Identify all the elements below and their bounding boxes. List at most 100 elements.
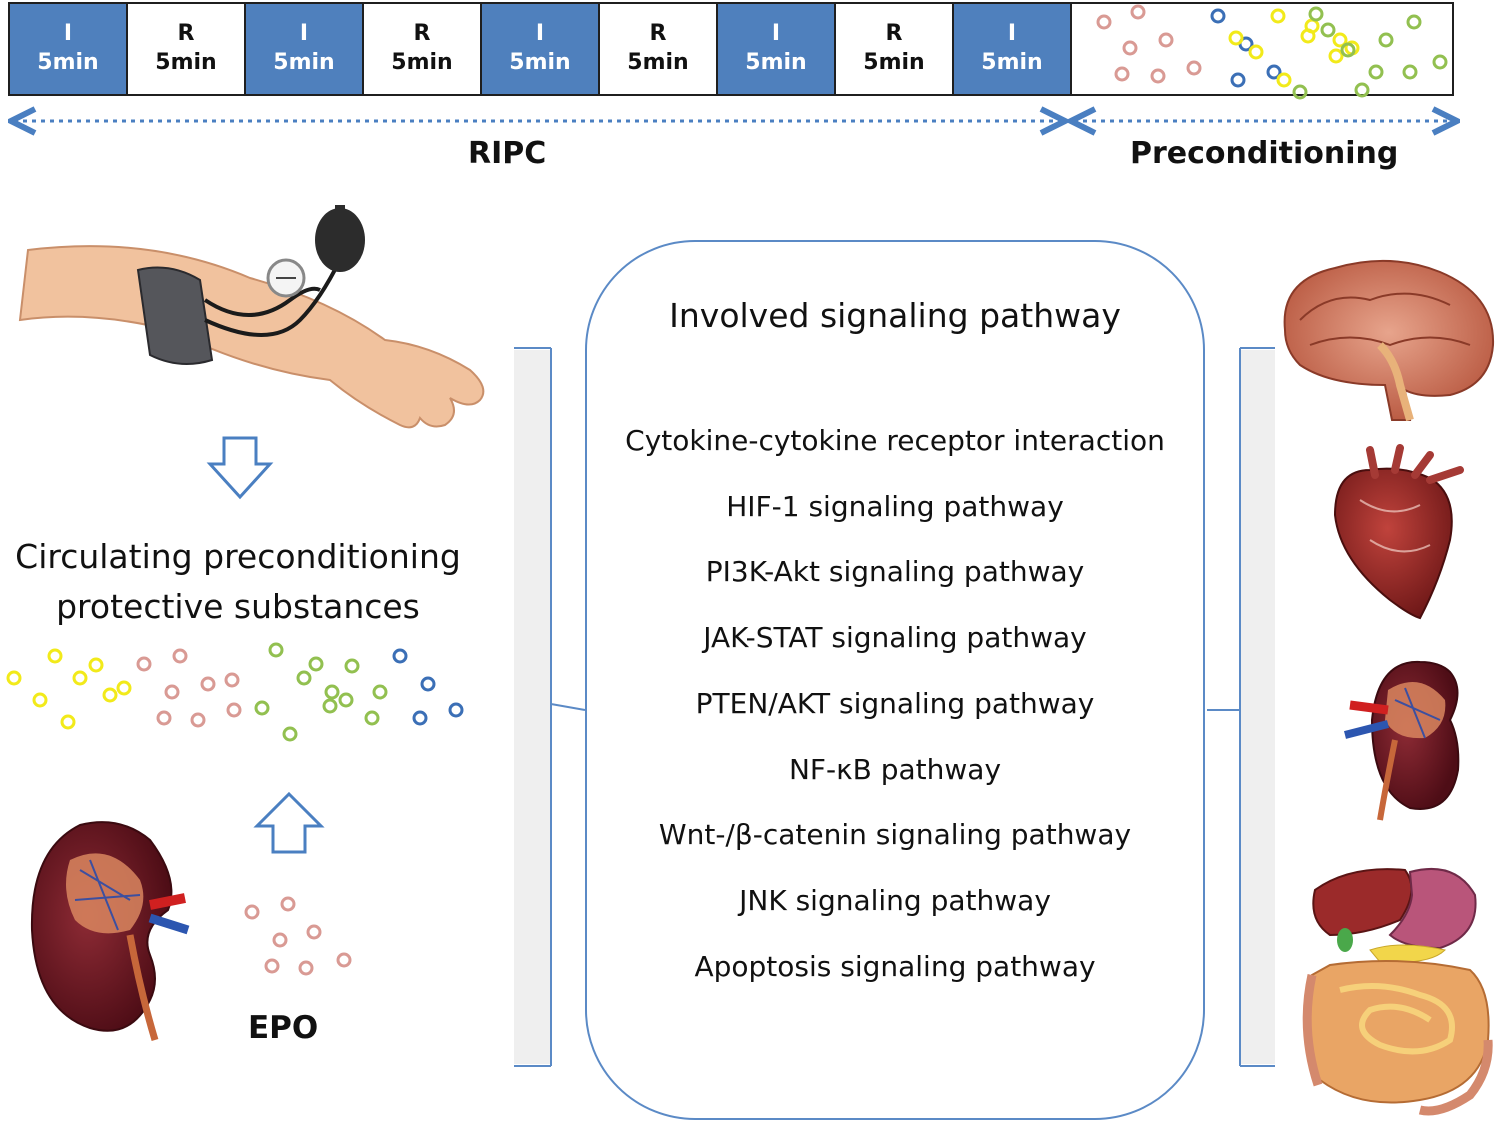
green-particle (1402, 64, 1418, 80)
blue-particle (1266, 64, 1282, 80)
blue-particle (420, 676, 436, 692)
pathway-item: Cytokine-cytokine receptor interaction (625, 424, 1165, 457)
segment-duration: 5min (155, 50, 217, 75)
green-particle (1354, 82, 1370, 98)
pathway-item: PTEN/AKT signaling pathway (695, 686, 1095, 720)
pathway-item: NF-κB pathway (788, 752, 1002, 786)
pink-particle (306, 924, 322, 940)
pathway-item: HIF-1 signaling pathway (726, 489, 1064, 523)
pink-particle (280, 896, 296, 912)
segment-letter: R (413, 21, 431, 46)
green-particle (1378, 32, 1394, 48)
right-bracket-shade (1241, 350, 1275, 1064)
segment-duration: 5min (863, 50, 925, 75)
yellow-particle (60, 714, 76, 730)
circulating-substances-label: Circulating preconditioning protective s… (0, 532, 476, 632)
up-arrow-icon (253, 791, 325, 854)
ripc-label: RIPC (468, 136, 547, 171)
ischemia-segment: I 5min (482, 4, 600, 94)
circulating-line-2: protective substances (56, 587, 420, 626)
down-arrow-icon (206, 436, 274, 500)
pink-particle (1130, 4, 1146, 20)
blue-particle (1230, 72, 1246, 88)
pink-particle (1114, 66, 1130, 82)
pink-particle (1150, 68, 1166, 84)
pathway-panel (585, 240, 1205, 1120)
yellow-particle (1228, 30, 1244, 46)
pink-particle (244, 904, 260, 920)
pink-particle (172, 648, 188, 664)
green-particle (344, 658, 360, 674)
kidney-icon (1344, 660, 1460, 821)
pink-particle (1186, 60, 1202, 76)
pink-particle (264, 958, 280, 974)
yellow-particle (1248, 44, 1264, 60)
pink-particle (200, 676, 216, 692)
epo-label: EPO (248, 1010, 319, 1046)
segment-letter: R (649, 21, 667, 46)
green-particle (1340, 42, 1356, 58)
green-particle (1432, 54, 1448, 70)
pink-particle (136, 656, 152, 672)
pink-particle (1096, 14, 1112, 30)
blue-particle (1210, 8, 1226, 24)
yellow-particle (1276, 72, 1292, 88)
pathway-item: Wnt-/β-catenin signaling pathway (658, 818, 1132, 852)
epo-particles (244, 896, 352, 976)
segment-duration: 5min (391, 50, 453, 75)
reperfusion-segment: R 5min (364, 4, 482, 94)
yellow-particle (1270, 8, 1286, 24)
preconditioning-label: Preconditioning (1130, 136, 1399, 171)
circulating-particles (6, 642, 464, 742)
pathway-item: Apoptosis signaling pathway (694, 949, 1096, 983)
preconditioning-particles (1096, 4, 1448, 100)
kidney-icon (30, 821, 190, 1042)
segment-letter: I (535, 21, 545, 46)
green-particle (1308, 6, 1324, 22)
yellow-particle (72, 670, 88, 686)
segment-letter: I (771, 21, 781, 46)
green-particle (1368, 64, 1384, 80)
pathway-panel-title: Involved signaling pathway (669, 296, 1121, 335)
segment-letter: I (63, 21, 73, 46)
green-particle (282, 726, 298, 742)
blue-particle (392, 648, 408, 664)
pink-particle (272, 932, 288, 948)
green-particle (322, 698, 338, 714)
segment-letter: R (177, 21, 195, 46)
yellow-particle (102, 687, 118, 703)
green-particle (308, 656, 324, 672)
yellow-particle (6, 670, 22, 686)
green-particle (338, 692, 354, 708)
pink-particle (190, 712, 206, 728)
yellow-particle (1328, 48, 1344, 64)
segment-duration: 5min (509, 50, 571, 75)
digestive-organs-icon (1302, 867, 1493, 1116)
yellow-particle (32, 692, 48, 708)
green-particle (296, 670, 312, 686)
segment-letter: I (299, 21, 309, 46)
segment-duration: 5min (745, 50, 807, 75)
green-particle (1320, 22, 1336, 38)
reperfusion-segment: R 5min (600, 4, 718, 94)
arm-with-blood-pressure-cuff-icon (18, 205, 485, 429)
blue-particle (448, 702, 464, 718)
pink-particle (156, 710, 172, 726)
pathway-item: JAK-STAT signaling pathway (703, 621, 1087, 655)
left-bracket-shade (514, 350, 550, 1064)
green-particle (364, 710, 380, 726)
pink-particle (1158, 32, 1174, 48)
segment-duration: 5min (627, 50, 689, 75)
pink-particle (336, 952, 352, 968)
green-particle (324, 684, 340, 700)
yellow-particle (116, 680, 132, 696)
segment-duration: 5min (981, 50, 1043, 75)
ischemia-segment: I 5min (246, 4, 364, 94)
pink-particle (164, 684, 180, 700)
green-particle (372, 684, 388, 700)
segment-duration: 5min (273, 50, 335, 75)
pink-particle (1122, 40, 1138, 56)
